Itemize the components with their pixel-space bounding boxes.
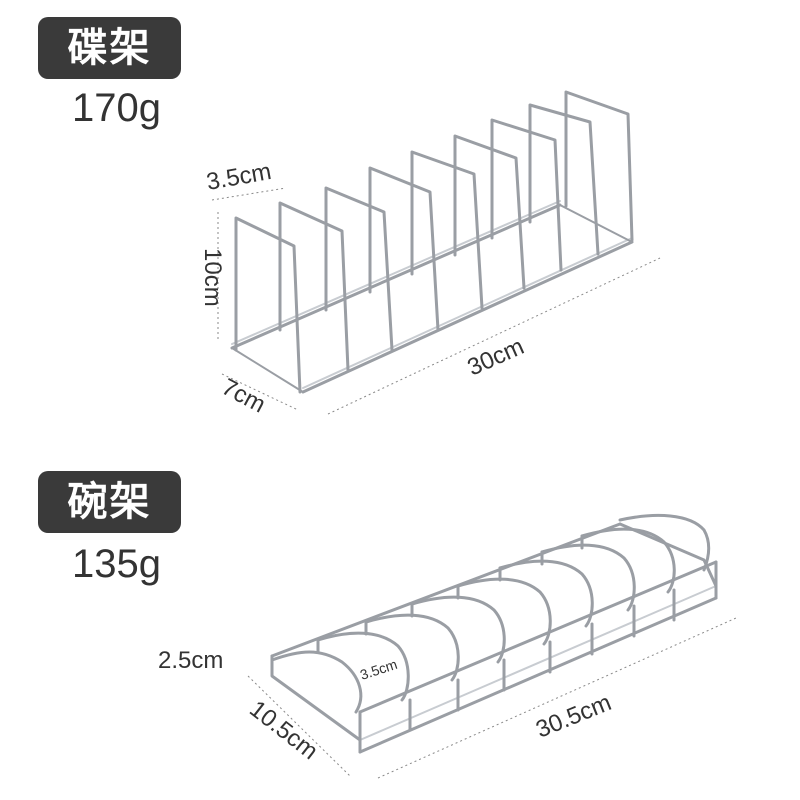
dish-rack-illustration [230,90,634,394]
dish-rack-length-dimension: 30cm [463,333,528,382]
bowl-rack-height-dimension: 2.5cm [158,647,223,674]
bowl-rack-illustration [270,513,718,754]
bowl-rack-weight: 135g [72,542,161,586]
bowl-rack-length-dimension: 30.5cm [532,689,615,744]
dish-rack-depth-dimension: 7cm [217,373,270,418]
bowl-rack-label: 碗架 [38,471,181,533]
dish-rack-label: 碟架 [38,17,181,79]
bowl-rack-slot-dimension: 3.5cm [358,656,399,683]
dish-rack-height-dimension: 10cm [199,248,226,307]
bowl-rack-dimension-lines [247,617,737,779]
dish-rack-weight: 170g [72,86,161,130]
dish-rack-dimension-lines [211,187,661,415]
dish-rack-slot-dimension: 3.5cm [204,158,273,196]
